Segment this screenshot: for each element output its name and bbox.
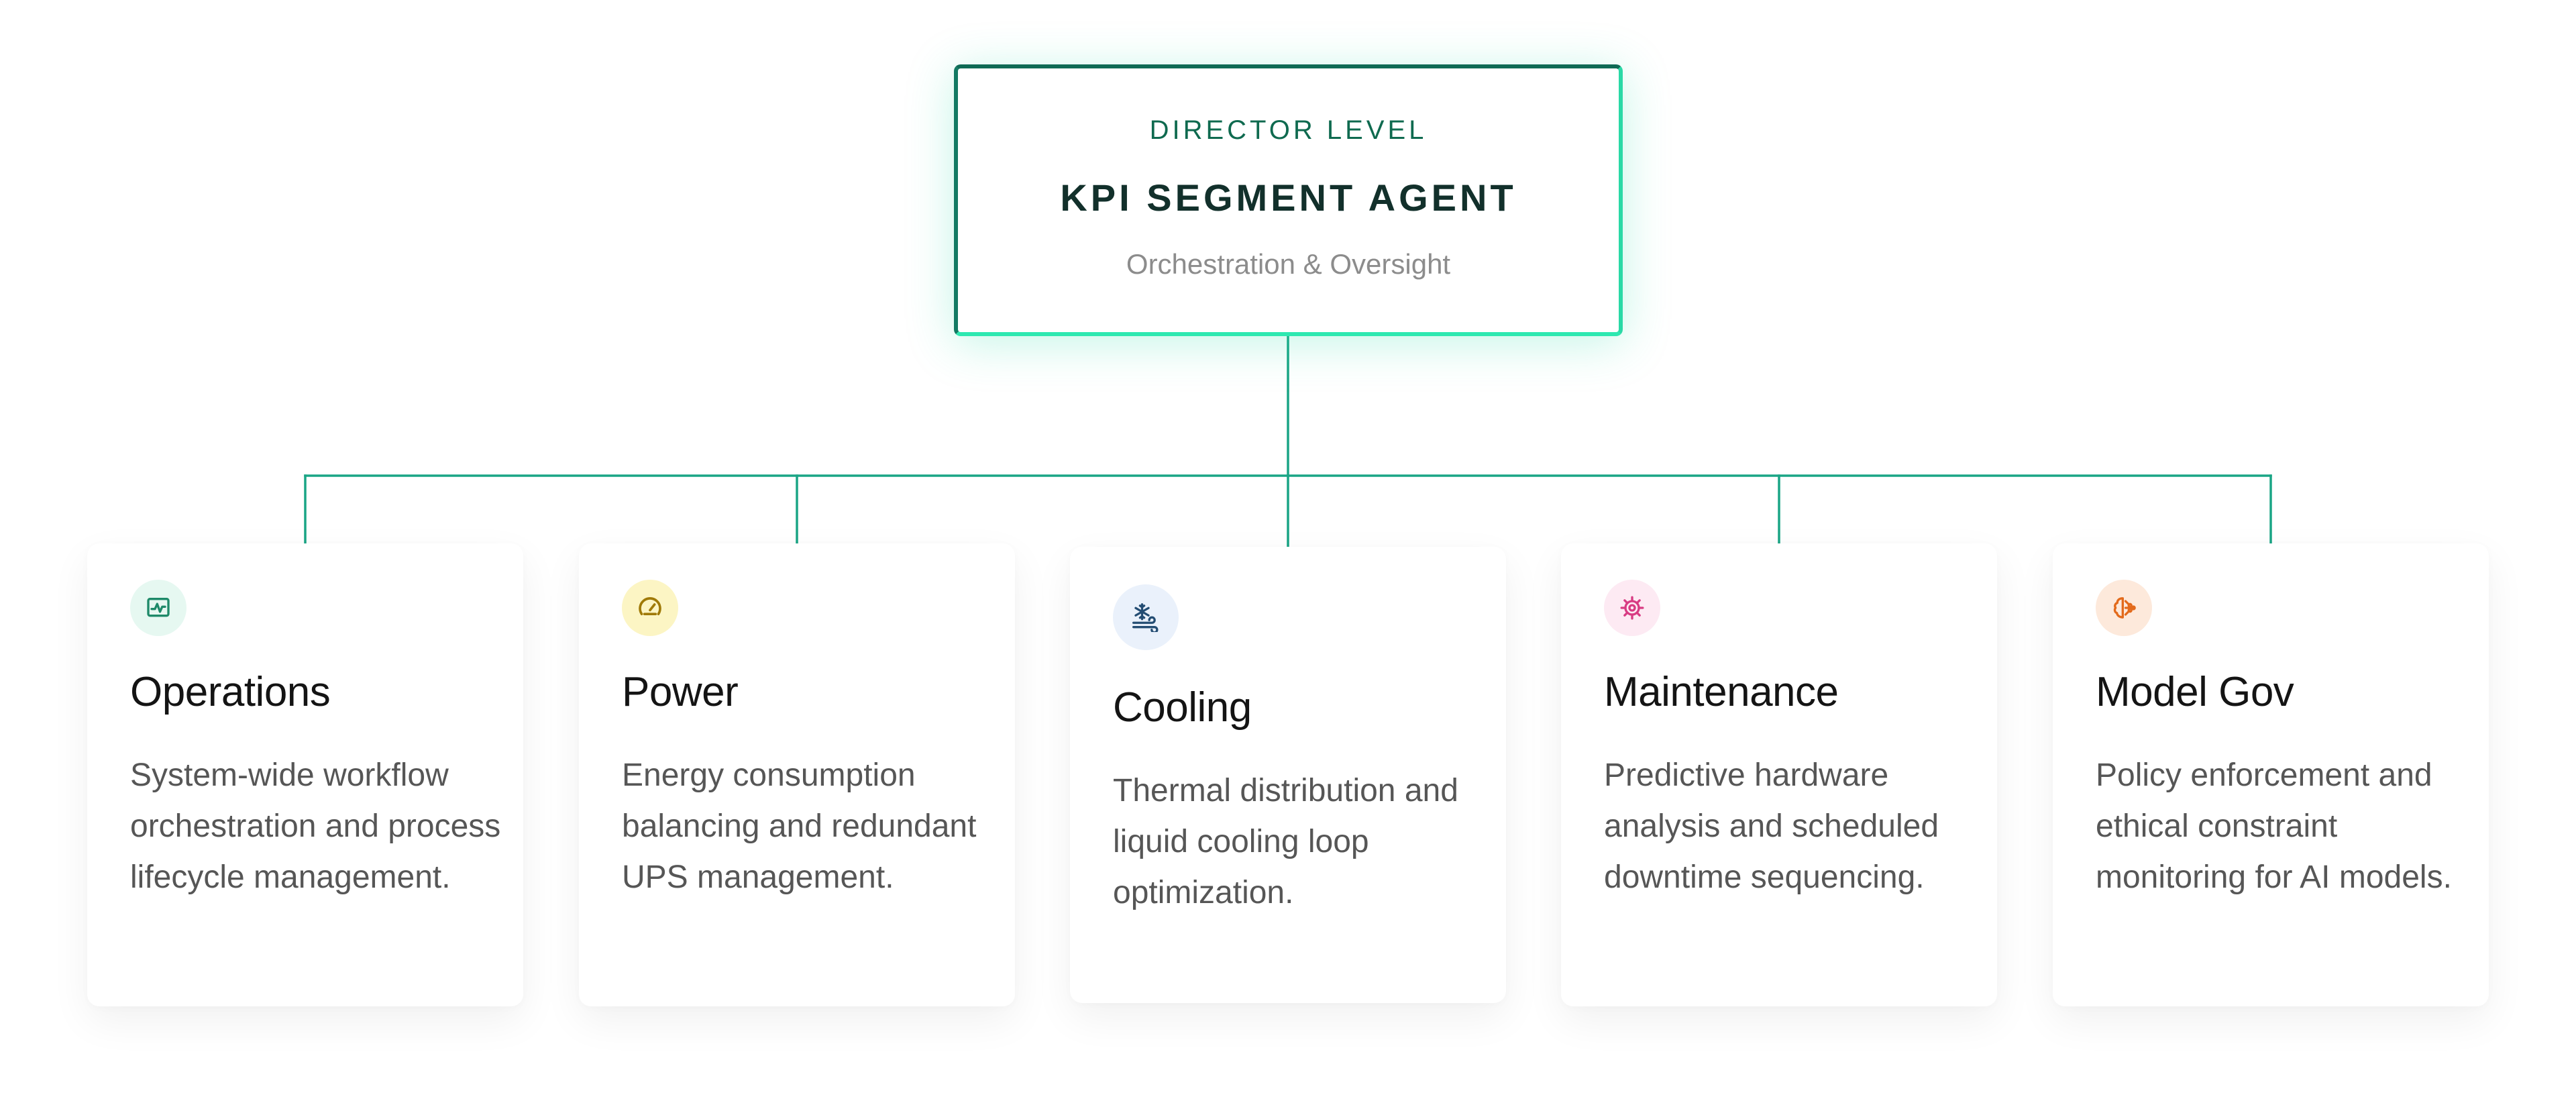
agent-card-model-gov[interactable]: Model Gov Policy enforcement and ethical… bbox=[2053, 543, 2489, 1006]
director-level-label: DIRECTOR LEVEL bbox=[1149, 115, 1428, 145]
activity-chart-icon bbox=[130, 580, 186, 636]
agent-title: Maintenance bbox=[1604, 669, 1839, 715]
agent-description: Energy consumption balancing and redunda… bbox=[622, 757, 977, 895]
agent-title: Model Gov bbox=[2096, 669, 2294, 715]
gear-icon bbox=[1604, 580, 1660, 636]
director-subtitle: Orchestration & Oversight bbox=[1126, 248, 1451, 280]
gauge-icon bbox=[622, 580, 678, 636]
agent-description: System-wide workflow orchestration and p… bbox=[130, 757, 501, 895]
agent-card-cooling[interactable]: Cooling Thermal distribution and liquid … bbox=[1070, 547, 1506, 1003]
director-title: KPI SEGMENT AGENT bbox=[1060, 176, 1517, 219]
director-node[interactable]: DIRECTOR LEVEL KPI SEGMENT AGENT Orchest… bbox=[954, 64, 1623, 336]
agent-description: Predictive hardware analysis and schedul… bbox=[1604, 757, 1939, 895]
agent-title: Cooling bbox=[1113, 684, 1252, 731]
agent-description: Policy enforcement and ethical constrain… bbox=[2096, 757, 2452, 895]
agent-description: Thermal distribution and liquid cooling … bbox=[1113, 773, 1458, 910]
agent-card-power[interactable]: Power Energy consumption balancing and r… bbox=[579, 543, 1015, 1006]
agent-title: Operations bbox=[130, 669, 331, 715]
brain-icon bbox=[2096, 580, 2152, 636]
agent-card-maintenance[interactable]: Maintenance Predictive hardware analysis… bbox=[1561, 543, 1997, 1006]
agent-card-operations[interactable]: Operations System-wide workflow orchestr… bbox=[87, 543, 523, 1006]
snowflake-wind-icon bbox=[1113, 584, 1179, 650]
agent-title: Power bbox=[622, 669, 739, 715]
